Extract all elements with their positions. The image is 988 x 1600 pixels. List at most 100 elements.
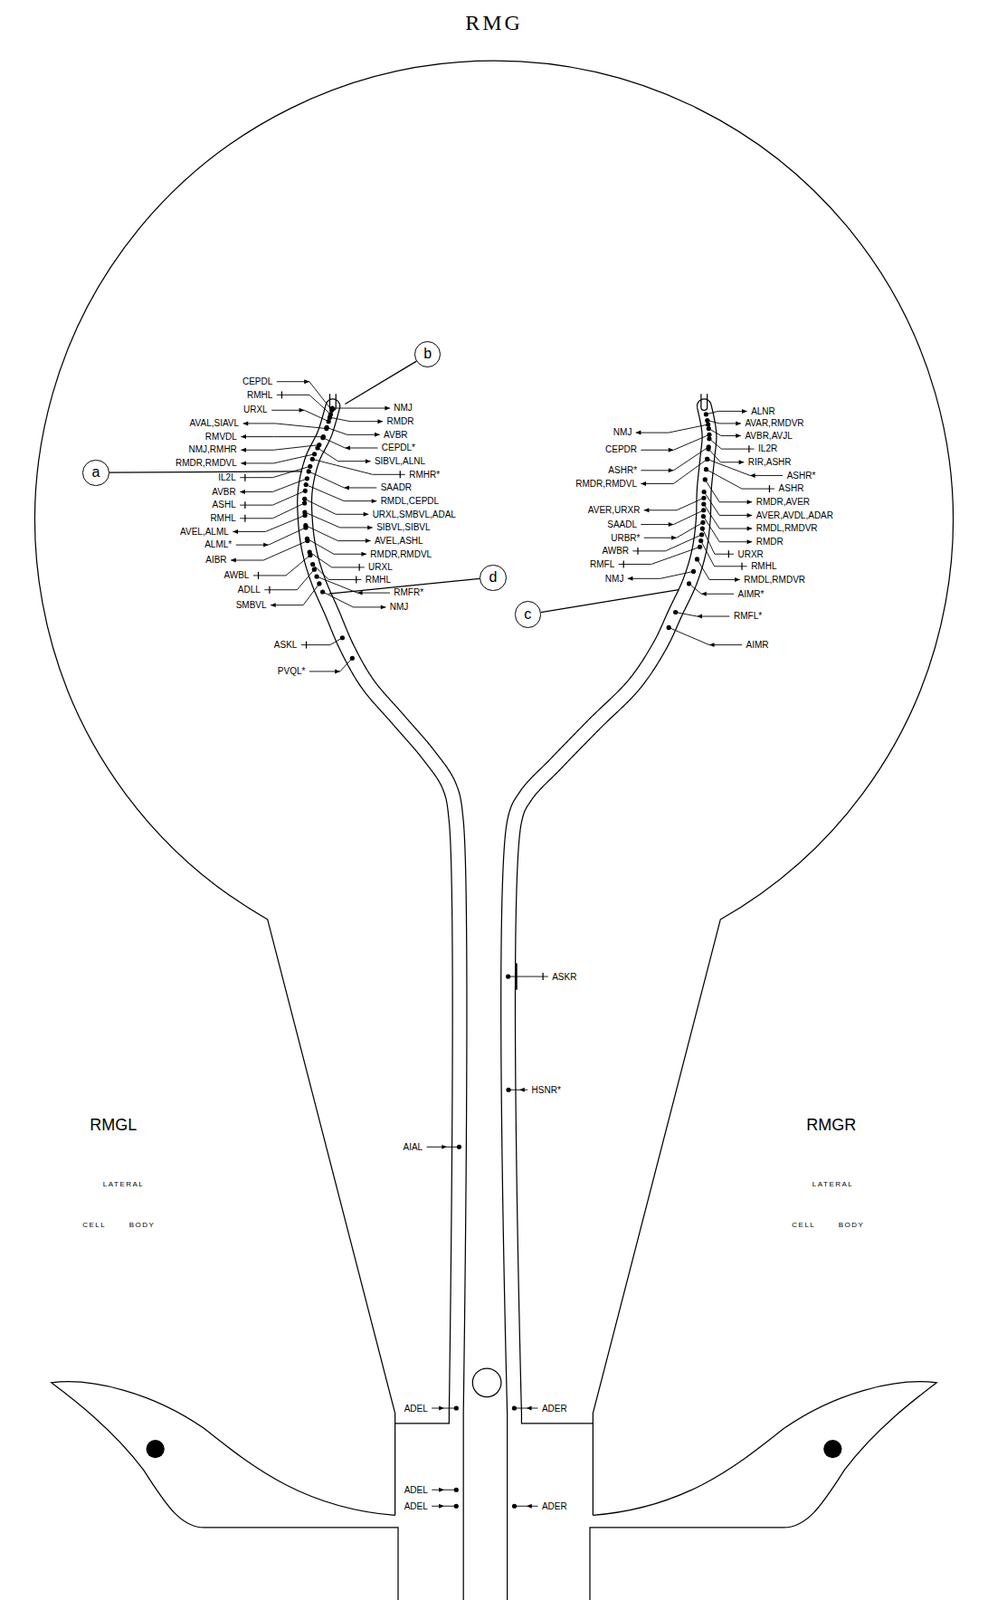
output-arrow bbox=[636, 430, 642, 436]
leader-line bbox=[306, 538, 367, 554]
synapse-dot bbox=[512, 1405, 517, 1410]
synapse-label: NMJ bbox=[604, 574, 626, 584]
synapse-label: AIBR bbox=[204, 555, 228, 565]
leader-line bbox=[240, 436, 323, 437]
neurite-tip bbox=[696, 399, 712, 409]
output-arrow bbox=[747, 513, 753, 518]
synapse-dot bbox=[303, 488, 308, 494]
neurite-edge bbox=[297, 404, 453, 1424]
leader-line bbox=[702, 528, 734, 554]
outline-group bbox=[35, 60, 954, 1600]
input-arrow bbox=[344, 446, 351, 451]
input-arrow bbox=[357, 590, 363, 596]
synapse-label: RMDL,RMDVR bbox=[742, 575, 807, 585]
synapse-label: RIR,ASHR bbox=[747, 457, 793, 467]
synapse-dot bbox=[666, 625, 672, 630]
synapse-label: RMVDL bbox=[204, 432, 238, 442]
leader-line bbox=[640, 446, 709, 471]
input-arrow bbox=[441, 1144, 447, 1150]
callout-leader bbox=[109, 471, 303, 473]
callout-leader bbox=[344, 361, 417, 404]
synapse-label: ASKR bbox=[551, 972, 578, 982]
leader-line bbox=[705, 469, 775, 489]
synapse-label: HSNR* bbox=[531, 1085, 562, 1095]
synapse-label: URBR* bbox=[609, 533, 641, 543]
output-arrow bbox=[239, 489, 246, 494]
leader-line bbox=[705, 410, 747, 414]
output-arrow bbox=[377, 418, 383, 424]
synapse-dot bbox=[706, 426, 712, 431]
synapse-label: ASKL bbox=[273, 640, 299, 650]
leader-line bbox=[305, 525, 371, 542]
synapse-dot bbox=[686, 580, 692, 586]
leader-line bbox=[230, 541, 308, 561]
callout-leader bbox=[541, 589, 679, 613]
synapse-label: CEPDR bbox=[604, 445, 638, 455]
synapse-dot bbox=[705, 446, 711, 452]
synapse-dot bbox=[454, 1503, 459, 1509]
gap-junction-bar bbox=[542, 972, 544, 980]
synapse-label: AVER,AVDL,ADAR bbox=[755, 511, 835, 521]
synapse-label: SAADR bbox=[380, 483, 413, 493]
leader-line bbox=[239, 465, 311, 477]
small-circle bbox=[472, 1368, 502, 1397]
callout-letter: d bbox=[488, 570, 497, 585]
input-arrow bbox=[750, 473, 756, 478]
synapse-label: PVQL* bbox=[276, 666, 307, 676]
leader-line bbox=[675, 612, 731, 618]
synapse-dot bbox=[703, 476, 708, 482]
gap-junction-bar bbox=[244, 514, 246, 523]
leader-line bbox=[313, 564, 362, 580]
synapse-label: URXL bbox=[242, 405, 269, 415]
callout-circle: b bbox=[414, 341, 441, 368]
synapse-label: ADLL bbox=[237, 585, 262, 595]
output-arrow bbox=[374, 432, 380, 437]
cell-name: RMGL bbox=[89, 1116, 137, 1133]
output-arrow bbox=[747, 539, 753, 544]
synapse-dot bbox=[330, 405, 335, 410]
synapse-dot bbox=[703, 466, 709, 472]
leader-line bbox=[644, 497, 704, 511]
leader-line bbox=[703, 491, 752, 515]
synapse-dot bbox=[340, 635, 345, 640]
input-arrow bbox=[299, 408, 305, 413]
output-arrow bbox=[365, 538, 371, 543]
input-arrow bbox=[668, 522, 675, 527]
input-arrow bbox=[334, 668, 341, 674]
synapse-label: ADER bbox=[541, 1404, 569, 1414]
leader-line bbox=[640, 434, 710, 450]
synapse-label: NMJ bbox=[612, 427, 634, 437]
gap-junction-bar bbox=[244, 474, 246, 482]
synapse-dot bbox=[505, 1087, 511, 1093]
region-label: LATERAL bbox=[102, 1180, 145, 1188]
leader-line bbox=[703, 503, 752, 529]
leader-line bbox=[332, 408, 390, 409]
synapse-dot bbox=[350, 655, 355, 661]
synapse-dot bbox=[320, 435, 325, 440]
nucleus bbox=[823, 1439, 842, 1458]
output-arrow bbox=[735, 420, 741, 426]
synapse-dot bbox=[704, 456, 710, 462]
head-outline bbox=[35, 60, 954, 1515]
output-arrow bbox=[270, 602, 276, 608]
leader-line bbox=[253, 554, 311, 576]
output-arrow bbox=[747, 526, 753, 532]
leader-line bbox=[508, 976, 549, 978]
synapse-dot bbox=[701, 495, 706, 501]
synapse-dot bbox=[701, 513, 706, 519]
synapse-dot bbox=[302, 509, 307, 514]
synapse-dot bbox=[454, 1487, 459, 1492]
synapse-dot bbox=[307, 464, 313, 469]
output-arrow bbox=[240, 460, 247, 466]
synapse-label: SAADL bbox=[606, 520, 638, 530]
synapse-label: RMHL bbox=[364, 575, 392, 585]
output-arrow bbox=[734, 577, 741, 582]
leader-line bbox=[618, 546, 701, 564]
leader-line bbox=[632, 534, 702, 551]
gap-junction-bar bbox=[741, 562, 742, 570]
leader-line bbox=[240, 445, 319, 451]
synapse-label: RMDL,RMDVR bbox=[755, 523, 819, 533]
synapse-label: NMJ,RMHR bbox=[188, 445, 238, 455]
synapse-label: SIBVL,SIBVL bbox=[375, 522, 431, 532]
